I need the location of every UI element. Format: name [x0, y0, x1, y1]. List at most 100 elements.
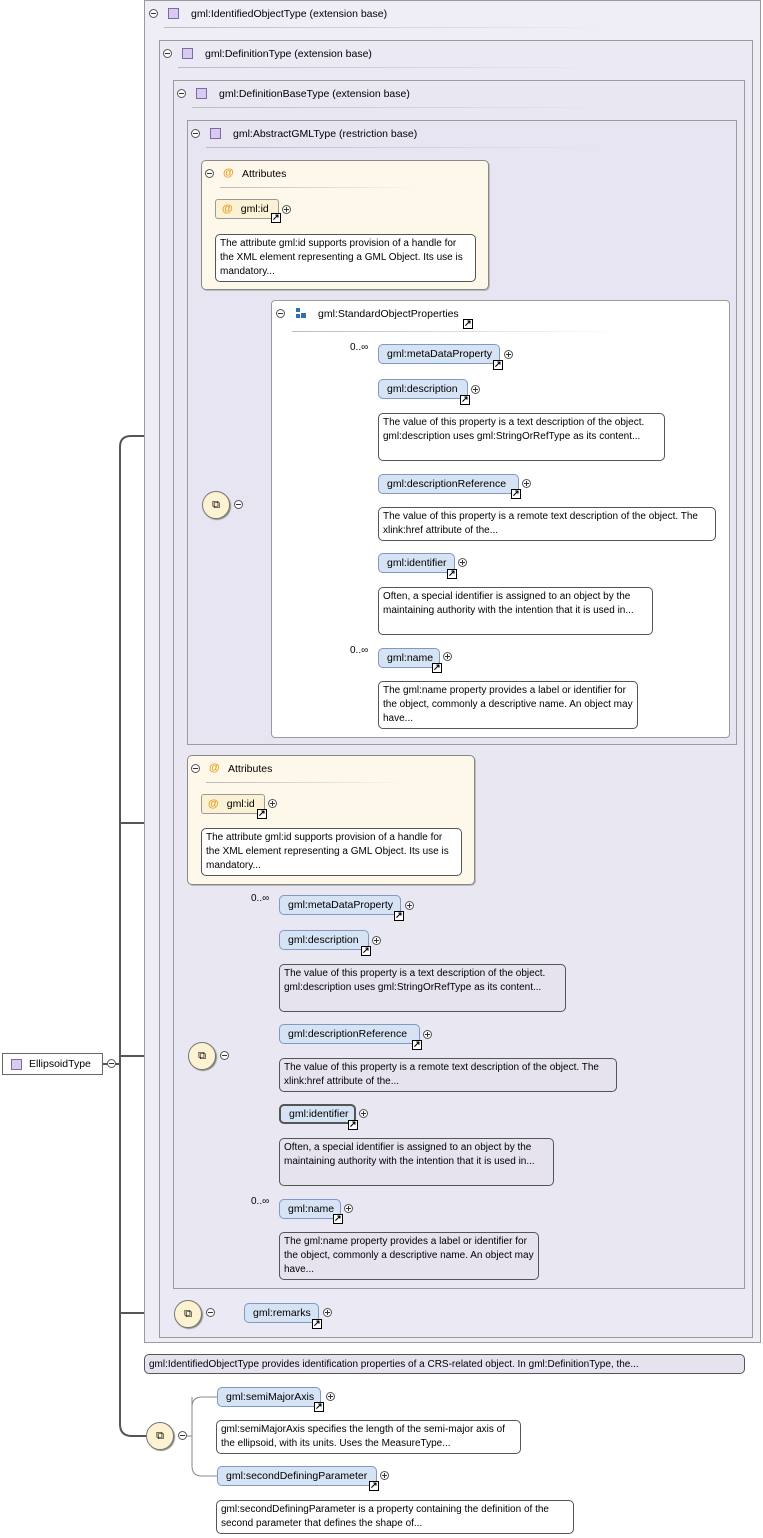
element-label: gml:descriptionReference [387, 478, 507, 490]
group-icon [296, 308, 307, 319]
attribute-gml-id-label: gml:id [226, 798, 255, 810]
sequence-collapse-icon[interactable] [234, 500, 243, 509]
cardinality-label: 0..∞ [251, 1196, 270, 1207]
link-arrow-icon[interactable] [333, 1212, 343, 1224]
link-arrow-icon[interactable] [412, 1038, 422, 1050]
element-label: gml:identifier [387, 557, 447, 569]
link-arrow-icon[interactable] [314, 1400, 324, 1412]
link-arrow-icon[interactable] [361, 944, 371, 956]
expand-plus-icon[interactable] [504, 350, 513, 359]
element-description-reference[interactable]: gml:descriptionReference [378, 474, 519, 494]
element-semi-major-axis[interactable]: gml:semiMajorAxis [217, 1387, 321, 1407]
identified-collapse-icon[interactable] [149, 9, 158, 18]
name-doc: The gml:name property provides a label o… [279, 1232, 539, 1280]
expand-plus-icon[interactable] [443, 652, 452, 661]
element-label: gml:description [387, 383, 458, 395]
definition-collapse-icon[interactable] [163, 49, 172, 58]
root-type-label: EllipsoidType [29, 1058, 91, 1070]
link-arrow-icon[interactable] [271, 211, 281, 223]
std-props-collapse-icon[interactable] [276, 309, 285, 318]
element-description[interactable]: gml:description [378, 379, 468, 399]
definition-base-type-header: gml:DefinitionBaseType (extension base) [219, 88, 410, 100]
sequence-icon[interactable]: ⧉ [202, 491, 230, 519]
sequence-icon[interactable]: ⧉ [188, 1042, 216, 1070]
element-label: gml:description [288, 934, 359, 946]
description-doc: The value of this property is a text des… [378, 413, 665, 461]
element-metadata-property[interactable]: gml:metaDataProperty [378, 344, 500, 364]
identified-object-type-header: gml:IdentifiedObjectType (extension base… [191, 8, 388, 20]
element-label: gml:descriptionReference [288, 1028, 408, 1040]
element-label: gml:secondDefiningParameter [226, 1470, 368, 1482]
definition-base-collapse-icon[interactable] [177, 89, 186, 98]
link-arrow-icon[interactable] [348, 1118, 358, 1130]
complex-type-icon [182, 48, 193, 59]
element-remarks[interactable]: gml:remarks [244, 1303, 319, 1323]
element-label: gml:name [288, 1203, 335, 1215]
expand-plus-icon[interactable] [359, 1109, 368, 1118]
attribute-gml-id[interactable]: @ gml:id [215, 199, 279, 219]
attributes-title: Attributes [242, 168, 287, 180]
link-arrow-icon[interactable] [493, 358, 503, 370]
abstract-gml-collapse-icon[interactable] [191, 129, 200, 138]
attribute-gml-id[interactable]: @ gml:id [201, 794, 265, 814]
expand-plus-icon[interactable] [471, 385, 480, 394]
identified-object-type-doc: gml:IdentifiedObjectType provides identi… [144, 1354, 745, 1374]
expand-plus-icon[interactable] [522, 479, 531, 488]
complex-type-icon [210, 128, 221, 139]
link-arrow-icon[interactable] [257, 807, 267, 819]
element-label: gml:remarks [253, 1307, 311, 1319]
cardinality-label: 0..∞ [350, 342, 369, 353]
identifier-doc: Often, a special identifier is assigned … [279, 1138, 554, 1186]
attribute-icon: @ [222, 203, 233, 215]
element-name[interactable]: gml:name [378, 648, 440, 668]
expand-plus-icon[interactable] [405, 901, 414, 910]
element-metadata-property[interactable]: gml:metaDataProperty [279, 895, 401, 915]
link-arrow-icon[interactable] [447, 567, 457, 579]
description-reference-doc: The value of this property is a remote t… [279, 1058, 617, 1092]
element-name[interactable]: gml:name [279, 1199, 341, 1219]
cardinality-label: 0..∞ [350, 645, 369, 656]
expand-plus-icon[interactable] [326, 1392, 335, 1401]
sequence-collapse-icon[interactable] [206, 1308, 215, 1317]
element-identifier[interactable]: gml:identifier [279, 1104, 356, 1124]
element-description-reference[interactable]: gml:descriptionReference [279, 1024, 420, 1044]
expand-plus-icon[interactable] [380, 1471, 389, 1480]
element-label: gml:metaDataProperty [288, 899, 394, 911]
expand-plus-icon[interactable] [323, 1308, 332, 1317]
expand-plus-icon[interactable] [268, 799, 277, 808]
sequence-icon[interactable]: ⧉ [174, 1300, 202, 1328]
element-description[interactable]: gml:description [279, 930, 369, 950]
semi-major-axis-doc: gml:semiMajorAxis specifies the length o… [216, 1420, 521, 1454]
link-arrow-icon[interactable] [463, 317, 473, 329]
attributes-collapse-icon[interactable] [191, 764, 200, 773]
attribute-gml-id-label: gml:id [240, 203, 269, 215]
identifier-doc: Often, a special identifier is assigned … [378, 587, 653, 635]
name-doc: The gml:name property provides a label o… [378, 681, 638, 729]
root-collapse-icon[interactable] [107, 1059, 116, 1068]
std-props-header: gml:StandardObjectProperties [318, 308, 459, 320]
attributes-collapse-icon[interactable] [205, 169, 214, 178]
link-arrow-icon[interactable] [312, 1317, 322, 1329]
expand-plus-icon[interactable] [344, 1204, 353, 1213]
sequence-icon[interactable]: ⧉ [146, 1422, 174, 1450]
sequence-collapse-icon[interactable] [178, 1431, 187, 1440]
attribute-gml-id-doc: The attribute gml:id supports provision … [201, 828, 462, 876]
expand-plus-icon[interactable] [282, 205, 291, 214]
attributes-title: Attributes [228, 763, 273, 775]
complex-type-icon [196, 88, 207, 99]
expand-plus-icon[interactable] [458, 558, 467, 567]
expand-plus-icon[interactable] [372, 936, 381, 945]
description-reference-doc: The value of this property is a remote t… [378, 507, 716, 541]
root-type-ellipsoid[interactable]: EllipsoidType [2, 1053, 103, 1075]
element-label: gml:semiMajorAxis [226, 1391, 315, 1403]
link-arrow-icon[interactable] [394, 909, 404, 921]
element-identifier[interactable]: gml:identifier [378, 553, 455, 573]
link-arrow-icon[interactable] [511, 487, 521, 499]
cardinality-label: 0..∞ [251, 893, 270, 904]
link-arrow-icon[interactable] [460, 393, 470, 405]
expand-plus-icon[interactable] [423, 1030, 432, 1039]
link-arrow-icon[interactable] [369, 1479, 379, 1491]
element-second-defining-parameter[interactable]: gml:secondDefiningParameter [217, 1466, 377, 1486]
sequence-collapse-icon[interactable] [220, 1051, 229, 1060]
link-arrow-icon[interactable] [432, 661, 442, 673]
